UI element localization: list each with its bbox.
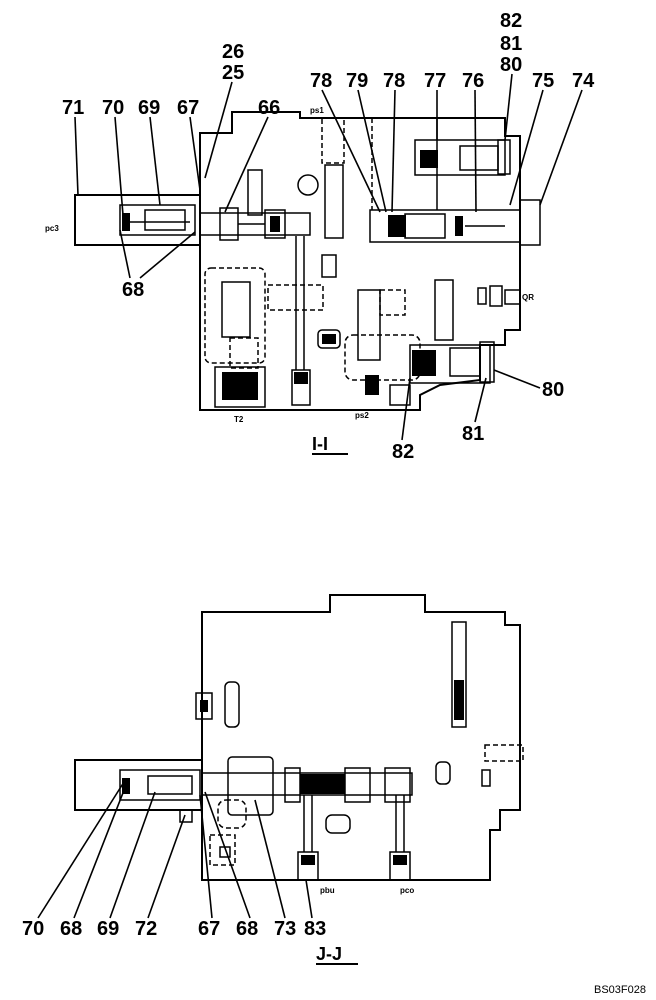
callout-81-top: 81 <box>500 33 522 55</box>
lower-left-end-cap <box>74 759 203 811</box>
callout-80-lower: 80 <box>542 379 564 401</box>
callout-69-lower: 69 <box>97 918 119 940</box>
callout-68-upper: 68 <box>122 279 144 301</box>
callout-67: 67 <box>177 97 199 119</box>
port-pc3-label: pc3 <box>45 224 59 233</box>
lower-section-view: pbu pco 70 68 69 72 67 68 73 83 J-J <box>22 594 524 965</box>
callout-78-left: 78 <box>310 70 332 92</box>
port-pco-label: pco <box>400 886 414 895</box>
section-label-lower: J-J <box>316 944 342 964</box>
callout-25: 25 <box>222 62 244 84</box>
upper-spool <box>199 212 311 236</box>
callout-78-right: 78 <box>383 70 405 92</box>
callout-75: 75 <box>532 70 554 92</box>
callout-79: 79 <box>346 70 368 92</box>
callout-70: 70 <box>102 97 124 119</box>
callout-74: 74 <box>572 70 595 92</box>
port-t2-label: T2 <box>234 415 244 424</box>
port-ps2-label: ps2 <box>355 411 369 420</box>
lower-valve-body <box>201 594 521 881</box>
callout-77: 77 <box>424 70 446 92</box>
left-end-cap <box>74 194 201 246</box>
callout-83: 83 <box>304 918 326 940</box>
callout-69: 69 <box>138 97 160 119</box>
callout-81-lower: 81 <box>462 423 484 445</box>
port-pbu-label: pbu <box>320 886 335 895</box>
callout-71: 71 <box>62 97 84 119</box>
callout-80-top: 80 <box>500 54 522 76</box>
section-label-upper: I-I <box>312 434 328 454</box>
callout-67-lower: 67 <box>198 918 220 940</box>
callout-26: 26 <box>222 41 244 63</box>
callout-82-lower: 82 <box>392 441 414 463</box>
callout-73: 73 <box>274 918 296 940</box>
upper-valve-body <box>199 111 521 411</box>
callout-68-lower-a: 68 <box>60 918 82 940</box>
callout-76: 76 <box>462 70 484 92</box>
callout-70-lower: 70 <box>22 918 44 940</box>
callout-66: 66 <box>258 97 280 119</box>
port-qr-label: QR <box>522 293 534 302</box>
lower-spool <box>201 772 413 796</box>
callout-72: 72 <box>135 918 157 940</box>
callout-82-top: 82 <box>500 10 522 32</box>
figure-reference: BS03F028 <box>594 984 646 996</box>
callout-68-lower-b: 68 <box>236 918 258 940</box>
upper-section-view: pc3 ps1 QR T2 ps2 82 81 80 26 25 71 70 6… <box>45 10 595 463</box>
port-ps1-label: ps1 <box>310 106 324 115</box>
